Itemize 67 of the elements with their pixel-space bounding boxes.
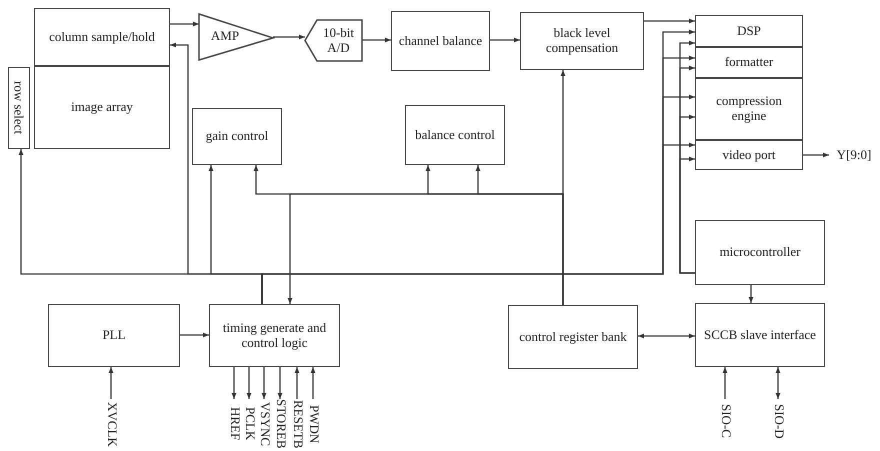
arrow [288, 193, 564, 305]
block-box [34, 8, 170, 66]
arrow [362, 38, 391, 42]
double-arrow [776, 367, 780, 399]
double-arrow [638, 334, 695, 338]
block-label: black level compensation [544, 26, 620, 56]
block-label: compression engine [715, 94, 783, 124]
arrow [803, 152, 829, 158]
signal-label: STOREB [272, 399, 288, 449]
signal-label: Y[9:0] [829, 147, 879, 164]
block-box [695, 78, 803, 140]
block-label: PLL [101, 328, 127, 343]
signal-label: SIO-D [770, 399, 786, 443]
block-box [695, 47, 803, 78]
arrow [108, 367, 114, 399]
block-box [192, 108, 282, 165]
block-box [695, 15, 803, 47]
arrow [644, 18, 695, 24]
block-label: AMP [210, 28, 240, 44]
arrow [490, 38, 520, 42]
signal-label: RESETB [289, 399, 305, 449]
block-box [391, 11, 490, 71]
block-label: gain control [204, 129, 270, 144]
arrow [232, 367, 236, 399]
block-label: row select [12, 81, 26, 135]
arrow [294, 367, 300, 399]
block-box [695, 303, 825, 367]
arrow [679, 156, 695, 274]
arrow [273, 34, 305, 40]
block-label: balance control [414, 128, 496, 142]
block-label: formatter [724, 55, 774, 70]
signal-label: SIO-C [717, 399, 733, 443]
arrow [262, 367, 266, 399]
signal-label: PWDN [305, 399, 321, 449]
arrow [722, 367, 728, 399]
block-box [209, 304, 340, 367]
block-label: channel balance [398, 34, 484, 48]
block-box [695, 220, 825, 285]
block-box [48, 304, 180, 367]
block-box [520, 12, 644, 70]
block-label: 10-bit A/D [322, 26, 356, 56]
arrow [748, 285, 754, 303]
signal-label: XVCLK [103, 399, 119, 449]
block-box [695, 140, 803, 170]
arrow [180, 332, 209, 338]
arrow [246, 367, 252, 399]
arrow [278, 367, 282, 399]
block-label: column sample/hold [48, 30, 156, 44]
block-label: microcontroller [718, 245, 802, 260]
arrow [261, 142, 695, 304]
block-label: control register bank [518, 330, 628, 344]
block-box [34, 66, 170, 149]
signal-label: HREF [226, 399, 242, 449]
converter-pentagon [305, 20, 362, 61]
arrow [310, 367, 316, 399]
block-label: SCCB slave interface [703, 328, 817, 342]
signal-label: PCLK [241, 399, 257, 449]
arrow [170, 22, 199, 26]
block-label: DSP [736, 24, 762, 38]
block-box [8, 67, 30, 149]
block-box [405, 105, 505, 165]
signal-label: VSYNC [256, 399, 272, 449]
block-label: video port [721, 148, 777, 162]
block-box [508, 305, 638, 369]
block-label: timing generate and control logic [222, 320, 328, 350]
block-label: image array [70, 100, 134, 115]
amplifier-triangle [199, 14, 273, 60]
